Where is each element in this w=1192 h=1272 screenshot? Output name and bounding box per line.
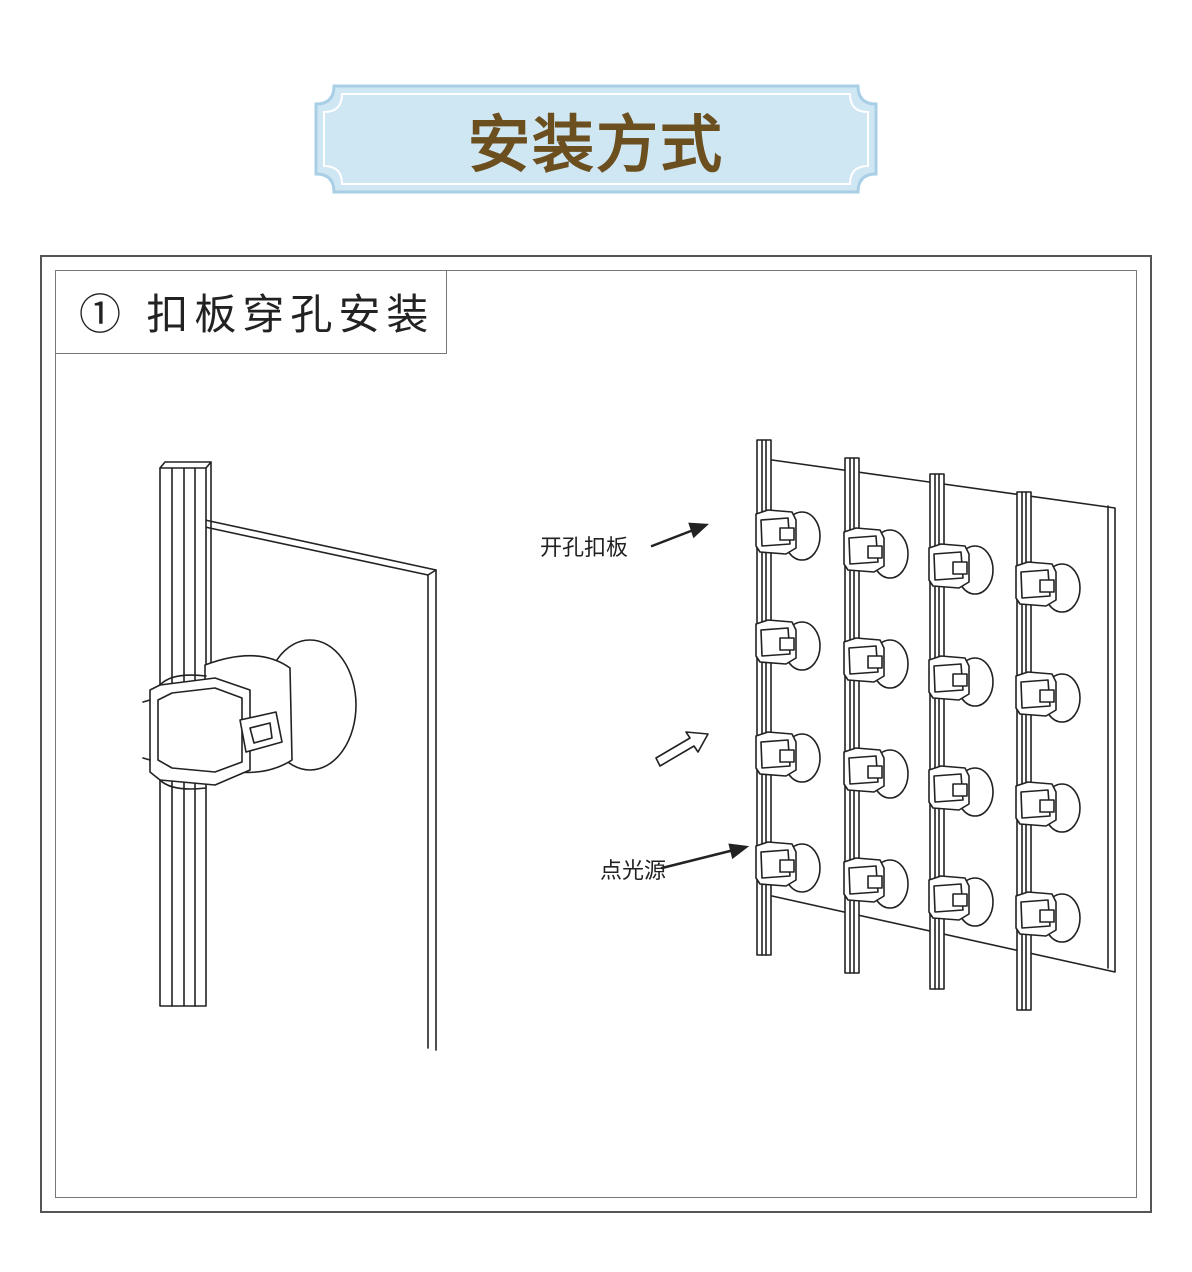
cable-strips [756,439,1032,1011]
content-frame-inner [55,270,1137,1198]
content-frame-outer [40,255,1152,1213]
section-banner: 安装方式 [312,82,880,196]
callout-label-light: 点光源 [600,859,667,884]
detail-cable [159,461,212,1007]
banner-title: 安装方式 [467,108,724,181]
detail-panel [204,519,437,1051]
callout-label-panel: 开孔扣板 [540,536,629,561]
callout-arrow-light [660,843,750,870]
detail-light-module [142,654,293,790]
direction-arrow-icon [655,731,709,767]
banner-frame [314,84,878,194]
section-title: ① 扣板穿孔安装 [79,290,435,339]
callout-arrow-panel [650,522,710,548]
section-title-box: ① 扣板穿孔安装 [55,270,447,354]
